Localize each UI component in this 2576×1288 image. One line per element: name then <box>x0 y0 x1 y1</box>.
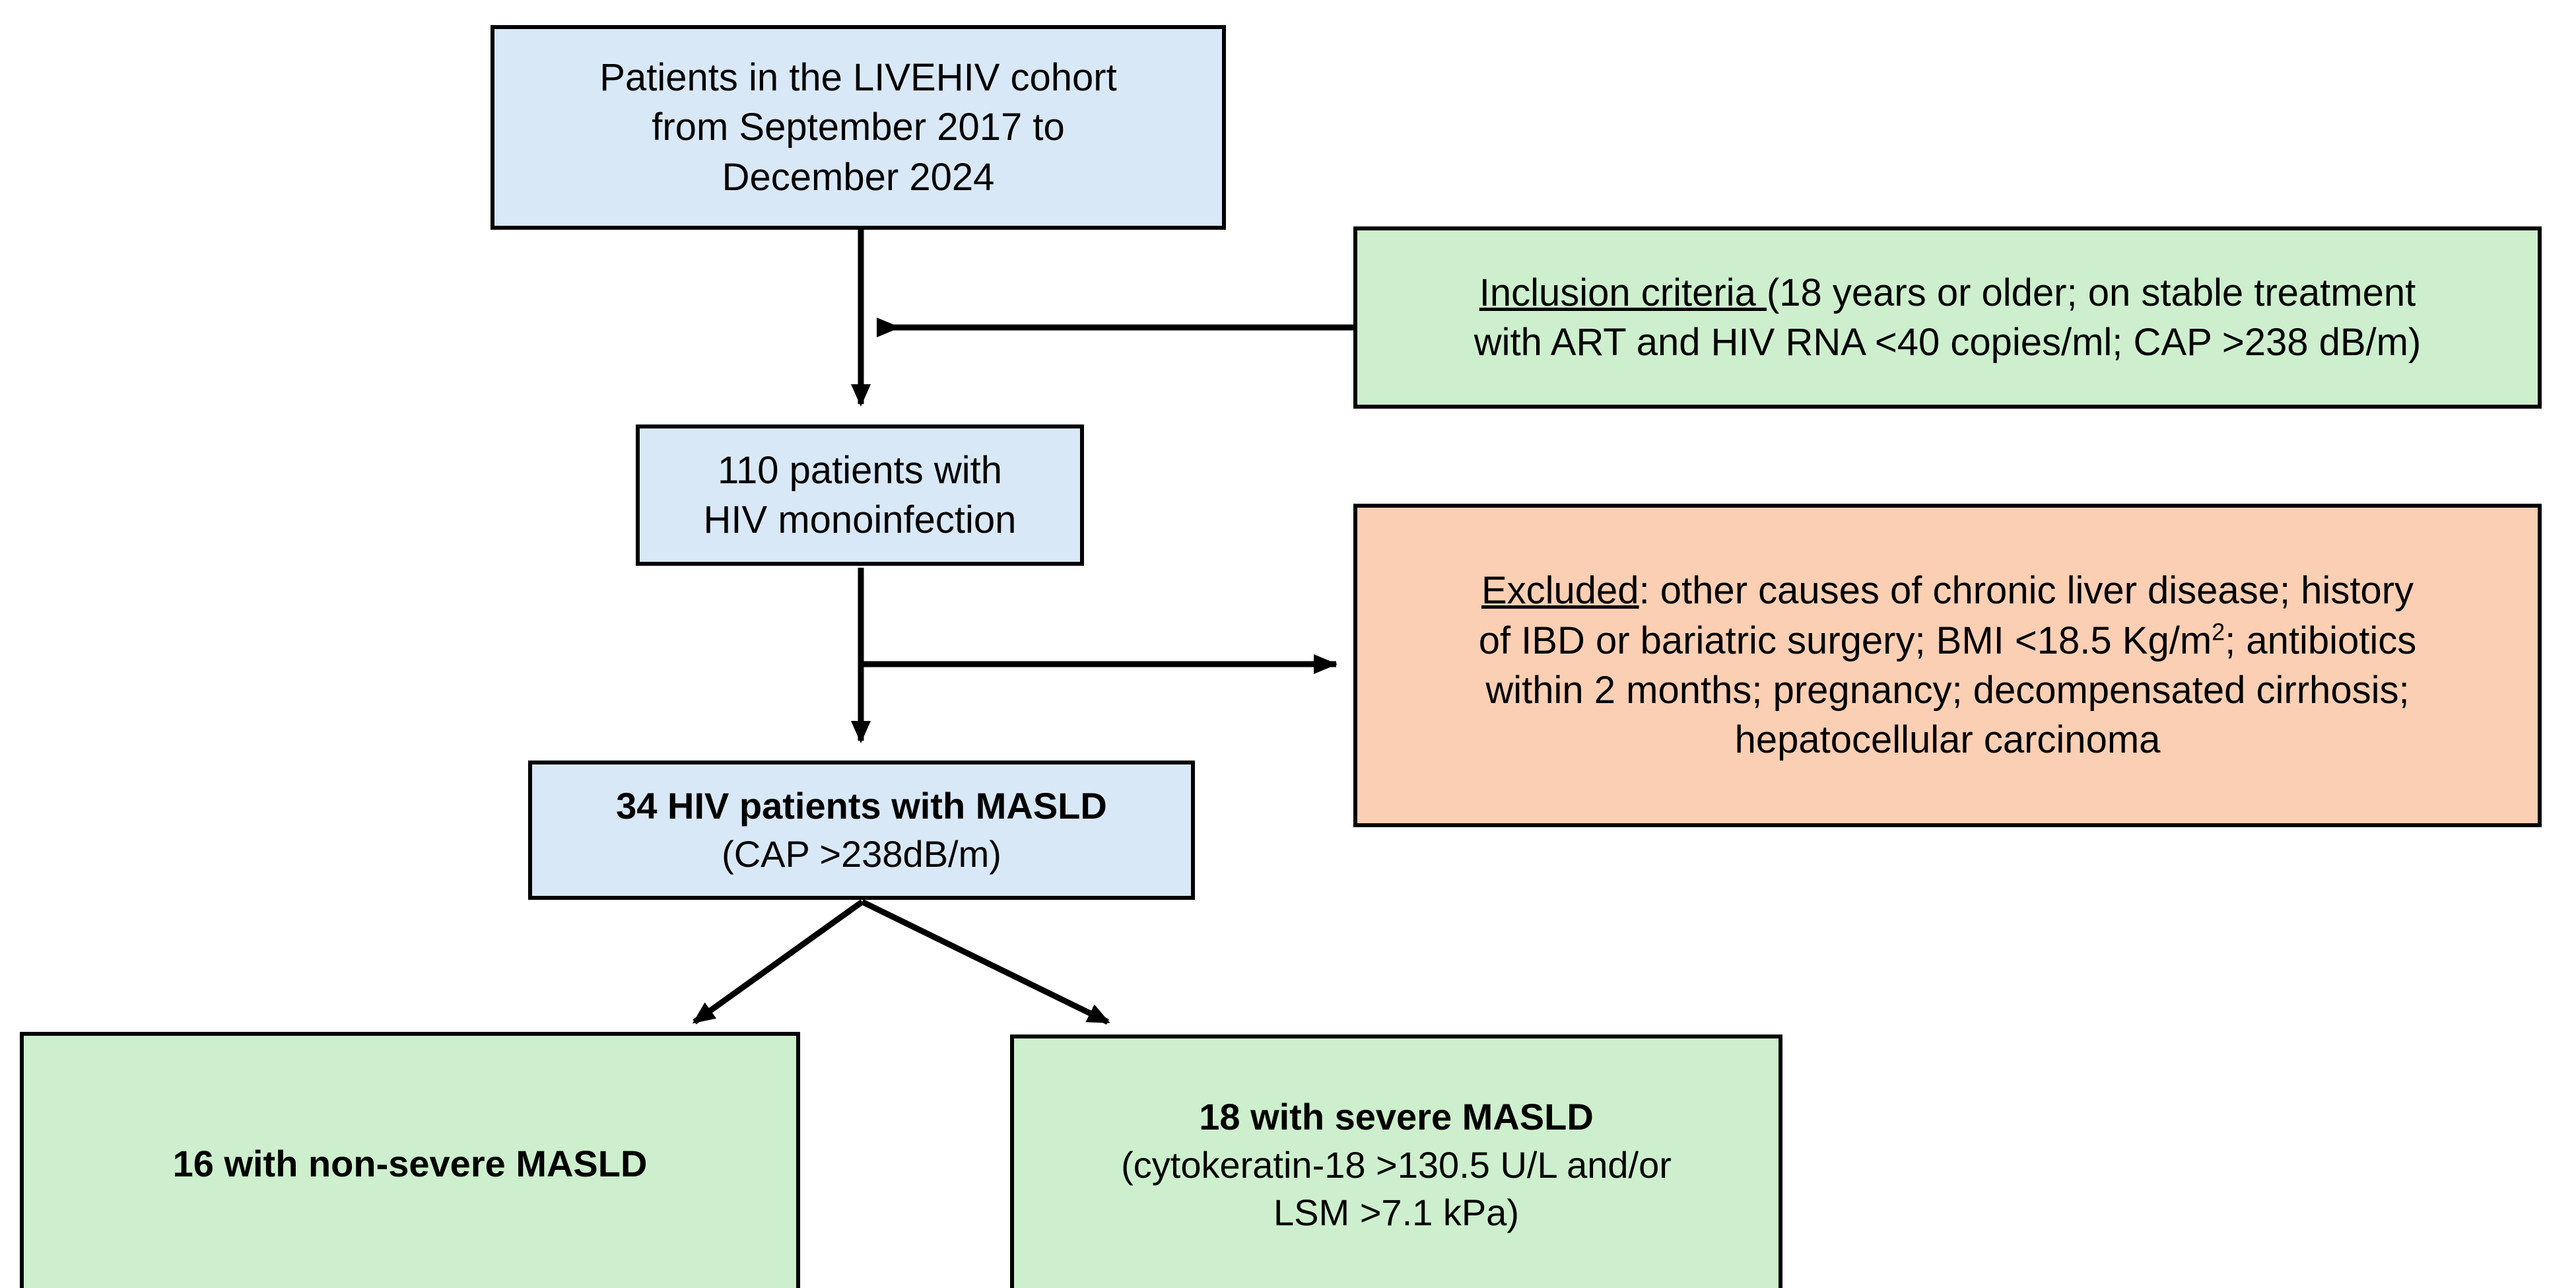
severe-line-1: 18 with severe MASLD <box>1199 1095 1594 1137</box>
edge-masld-to-nonsevere <box>692 899 864 1025</box>
node-excluded: Excluded: other causes of chronic liver … <box>1353 504 2542 827</box>
cohort-line-2: from September 2017 to <box>652 106 1065 149</box>
excluded-line-2: of IBD or bariatric surgery; BMI <18.5 K… <box>1367 616 2528 665</box>
excluded-line-2-b: ; antibiotics <box>2225 619 2417 662</box>
excluded-line-2-a: of IBD or bariatric surgery; BMI <18.5 K… <box>1478 619 2212 662</box>
excluded-line-4: hepatocellular carcinoma <box>1734 718 2161 762</box>
inclusion-line-2: with ART and HIV RNA <40 copies/ml; CAP … <box>1474 321 2422 364</box>
severe-line-2: (cytokeratin-18 >130.5 U/L and/or <box>1121 1143 1672 1186</box>
node-inclusion-criteria: Inclusion criteria (18 years or older; o… <box>1353 226 2542 409</box>
severe-line-3: LSM >7.1 kPa) <box>1273 1192 1519 1234</box>
inclusion-line-1: Inclusion criteria (18 years or older; o… <box>1367 268 2528 318</box>
inclusion-label: Inclusion criteria <box>1479 271 1767 314</box>
monoinfection-line-2: HIV monoinfection <box>703 498 1017 541</box>
excluded-line-2-superscript: 2 <box>2212 618 2225 646</box>
edge-masld-to-severe <box>861 898 1110 1025</box>
node-cohort: Patients in the LIVEHIV cohort from Sept… <box>491 25 1226 230</box>
excluded-line-1: Excluded: other causes of chronic liver … <box>1367 566 2528 615</box>
inclusion-line-1-rest: (18 years or older; on stable treatment <box>1766 271 2416 314</box>
excluded-line-1-rest: : other causes of chronic liver disease;… <box>1639 569 2414 613</box>
masld-line-1: 34 HIV patients with MASLD <box>616 784 1107 827</box>
monoinfection-line-1: 110 patients with <box>718 448 1002 492</box>
nonsevere-line-1: 16 with non-severe MASLD <box>172 1142 648 1184</box>
masld-line-2: (CAP >238dB/m) <box>722 832 1001 875</box>
excluded-line-3: within 2 months; pregnancy; decompensate… <box>1485 669 2410 712</box>
node-masld: 34 HIV patients with MASLD (CAP >238dB/m… <box>528 761 1195 900</box>
node-severe-masld: 18 with severe MASLD (cytokeratin-18 >13… <box>1010 1034 1782 1288</box>
excluded-label: Excluded <box>1481 569 1639 613</box>
node-monoinfection: 110 patients with HIV monoinfection <box>636 424 1084 566</box>
cohort-line-1: Patients in the LIVEHIV cohort <box>599 55 1117 99</box>
node-non-severe-masld: 16 with non-severe MASLD <box>20 1032 800 1288</box>
cohort-line-3: December 2024 <box>722 155 995 199</box>
